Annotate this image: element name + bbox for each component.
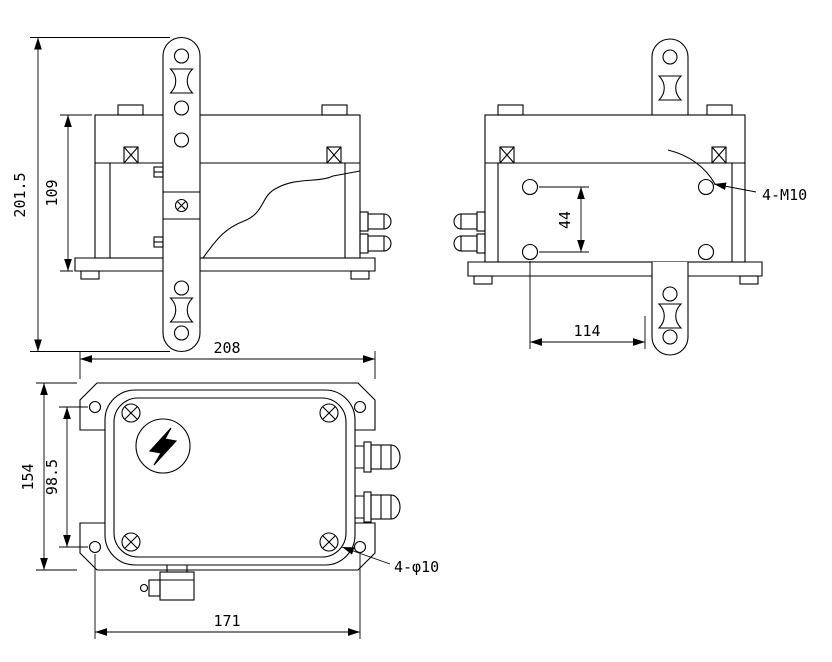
label-thread-holes: 4-M10: [762, 186, 807, 204]
connector-screw: [139, 583, 149, 593]
dim-label-hole-hspacing: 114: [573, 322, 600, 340]
hazard-emblem: [135, 418, 191, 474]
bracket-hole: [173, 48, 190, 64]
front-foot-right: [350, 270, 370, 280]
side-view: [453, 38, 763, 356]
dim-label-hole-vspacing: 44: [556, 211, 574, 229]
bracket-hole: [173, 325, 190, 341]
plan-view: [79, 382, 401, 601]
side-cable-glands: [453, 211, 486, 254]
dim-label-body-height: 109: [43, 179, 61, 206]
cover-screw-icon: [123, 146, 139, 164]
front-foot-left: [80, 270, 100, 280]
plate-mounting-hole: [88, 400, 102, 414]
bracket-slot: [658, 75, 682, 101]
bracket-pivot: [174, 198, 189, 213]
extension-lines-front: [30, 37, 170, 352]
bottom-connector: [139, 565, 195, 601]
bracket-pivot-lines: [163, 191, 200, 220]
dimensions: 201.5 109 44 114 4-M10 208 154 98.5 171 …: [11, 37, 807, 639]
side-top-tab-right: [706, 104, 733, 116]
plan-plate-top-strip: [79, 382, 376, 431]
dim-label-overall-width: 208: [213, 339, 240, 357]
dim-label-overall-height: 201.5: [11, 172, 29, 217]
bracket-hole: [173, 100, 190, 116]
front-mounting-bracket: [153, 37, 201, 352]
mounting-hole: [697, 178, 715, 196]
front-base-flange: [74, 257, 376, 272]
front-top-tab-left: [117, 104, 144, 116]
plan-box-outline: [104, 389, 356, 566]
plate-mounting-hole: [88, 540, 102, 554]
plate-mounting-hole: [353, 540, 367, 554]
cover-screw-icon: [711, 146, 727, 164]
mounting-hole: [521, 178, 539, 196]
front-casting-break-line: [202, 170, 361, 259]
bracket-hole: [662, 329, 678, 345]
side-foot-right: [739, 275, 759, 285]
plan-cable-glands: [355, 441, 401, 523]
cover-screw-icon: [326, 146, 342, 164]
mounting-hole: [521, 243, 539, 261]
leader-line-mounting-holes: [341, 546, 391, 565]
label-mounting-holes: 4-φ10: [394, 558, 439, 576]
front-inner-walls: [109, 163, 346, 258]
mounting-hole: [697, 243, 715, 261]
side-body-outline: [484, 114, 746, 263]
side-top-tab-left: [497, 104, 524, 116]
cover-screw-icon: [499, 146, 515, 164]
bracket-hole: [173, 280, 190, 296]
bracket-pivot-cross: [176, 200, 187, 211]
dim-label-overall-depth: 154: [19, 463, 37, 490]
dim-label-plate-hole-vspacing: 98.5: [43, 459, 61, 495]
side-casting-line: [667, 149, 716, 185]
front-view: [74, 37, 392, 352]
extension-lines-plan: [36, 351, 376, 639]
plan-plate-bottom-strip: [79, 522, 376, 571]
dim-label-plate-hole-hspacing: 171: [213, 612, 240, 630]
front-top-tab-right: [321, 104, 348, 116]
plan-lid-outline: [113, 397, 347, 558]
front-cable-glands: [359, 211, 392, 254]
front-body-outline: [94, 114, 361, 259]
lightning-bolt-icon: [148, 427, 178, 466]
leader-line-thread-holes: [713, 182, 757, 193]
side-base-flange: [467, 261, 763, 277]
extension-lines-side: [529, 186, 646, 349]
side-foot-left: [473, 275, 493, 285]
side-mounting-bracket: [651, 38, 689, 356]
bracket-hole: [662, 49, 678, 65]
side-inner-walls: [497, 163, 733, 262]
bracket-hole: [662, 286, 678, 302]
bracket-hole: [173, 132, 190, 148]
plate-mounting-hole: [353, 400, 367, 414]
